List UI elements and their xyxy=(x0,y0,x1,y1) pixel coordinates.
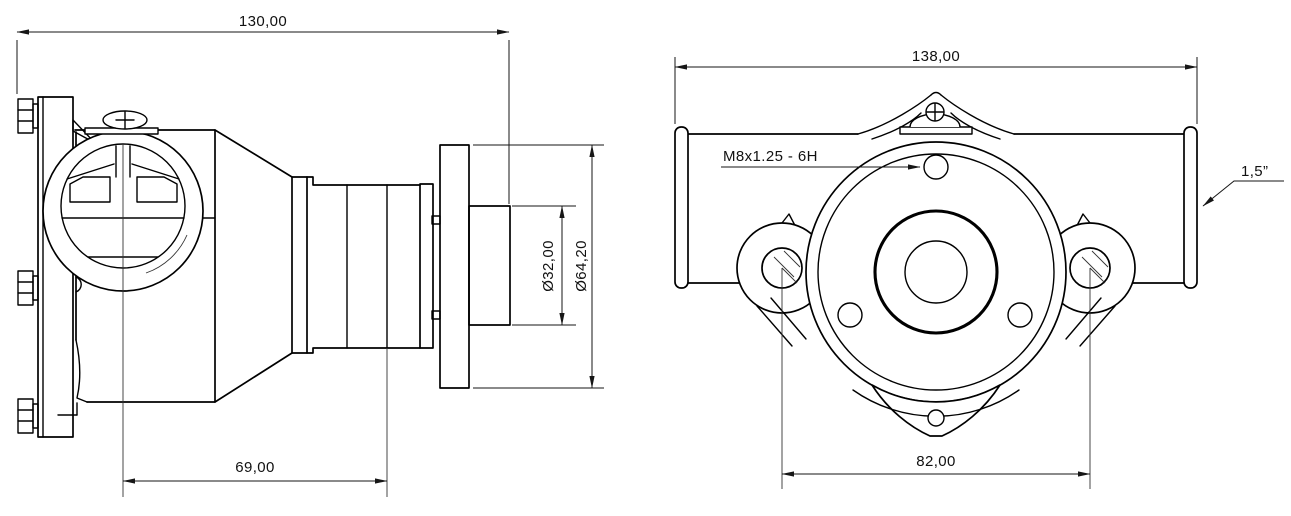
dim-text-overall-width: 138,00 xyxy=(912,48,960,65)
face-hole xyxy=(837,302,863,328)
bolt-icon xyxy=(17,270,39,306)
dim-text-overall-length: 130,00 xyxy=(239,13,287,30)
dim-mount-spacing: 82,00 xyxy=(781,268,1091,489)
shaft-bore xyxy=(904,240,968,304)
dim-text-shaft-diameter: Ø32,00 xyxy=(540,240,557,292)
cover-window xyxy=(136,176,178,203)
dim-flange-diameter: Ø64,20 xyxy=(473,144,604,389)
cover-window xyxy=(69,176,111,203)
threaded-hole-m8 xyxy=(923,154,949,180)
output-flange xyxy=(439,144,511,389)
tab-hole xyxy=(927,409,945,427)
leader-text-thread: M8x1.25 - 6H xyxy=(723,148,818,165)
shaft-stub xyxy=(468,205,511,326)
side-view: 130,00 69,00 Ø32,00 Ø64,20 xyxy=(16,13,604,497)
right-port-tube xyxy=(1013,126,1198,289)
top-bracket xyxy=(857,91,1015,140)
dim-shaft-diameter: Ø32,00 xyxy=(512,205,576,326)
dim-overall-length: 130,00 xyxy=(16,13,510,204)
screw-icon xyxy=(925,102,945,122)
bolt-icon xyxy=(17,398,39,434)
gusset xyxy=(72,119,96,144)
left-port-tube xyxy=(674,126,859,289)
dim-text-flange-diameter: Ø64,20 xyxy=(573,240,590,292)
front-view: 138,00 82,00 M8x1.25 - 6H 1,5” xyxy=(674,48,1284,489)
bottom-tab xyxy=(852,384,1020,437)
shaft-hub xyxy=(837,154,1033,335)
leader-port-size: 1,5” xyxy=(1202,163,1284,207)
dim-text-hub-offset: 69,00 xyxy=(235,459,275,476)
leader-text-port-size: 1,5” xyxy=(1241,163,1268,180)
face-hole xyxy=(1007,302,1033,328)
cover-face xyxy=(805,141,1067,403)
dim-text-mount-spacing: 82,00 xyxy=(916,453,956,470)
dim-overall-width: 138,00 xyxy=(674,48,1198,124)
dim-hub-offset: 69,00 xyxy=(122,459,388,484)
cover-screw-icon xyxy=(84,110,159,135)
leader-thread-callout: M8x1.25 - 6H xyxy=(721,148,921,170)
bolt-icon xyxy=(17,98,39,134)
